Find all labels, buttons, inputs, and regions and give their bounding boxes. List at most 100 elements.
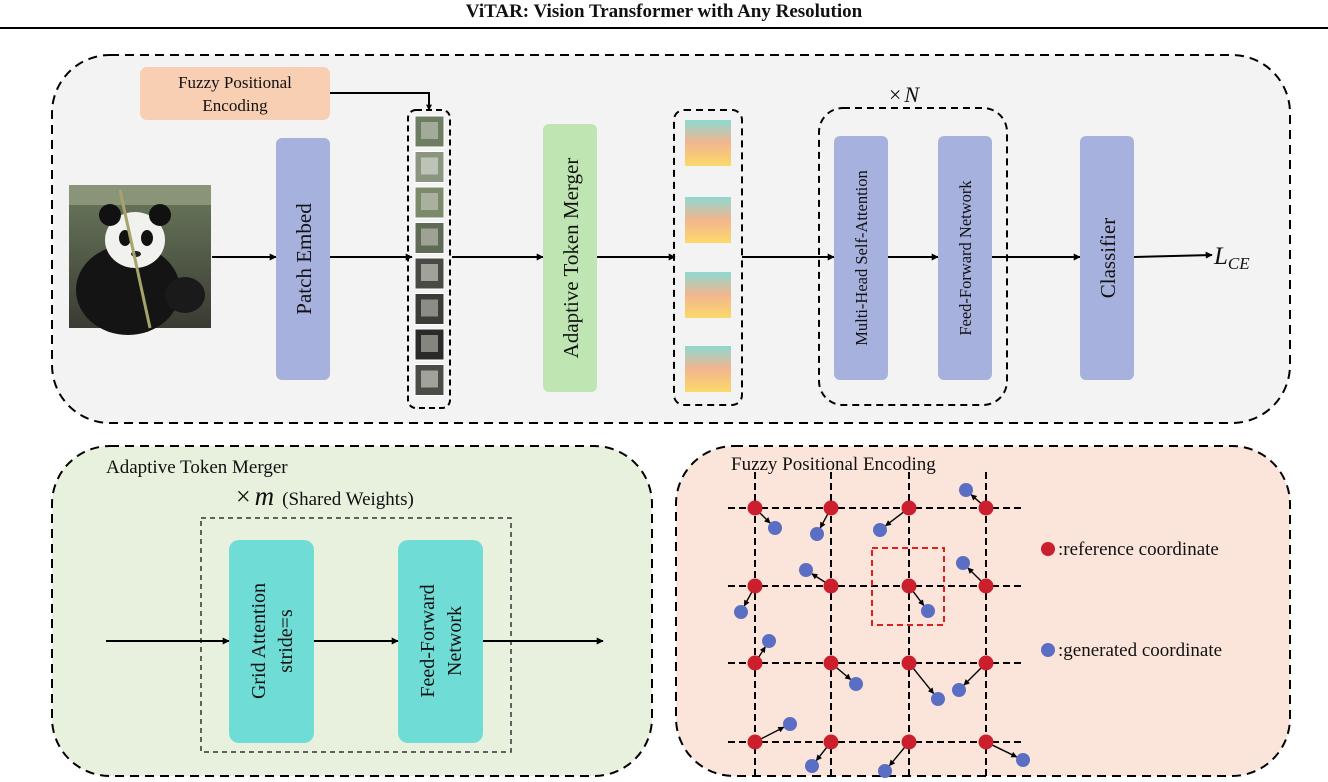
reference-coordinate xyxy=(978,500,994,516)
patch-tile-detail xyxy=(421,228,438,246)
offset-arrow xyxy=(815,747,828,761)
generated-coordinate xyxy=(878,764,892,778)
merged-token xyxy=(685,272,731,318)
title-rule xyxy=(0,27,1328,29)
merged-token xyxy=(685,120,731,166)
reference-coordinate xyxy=(901,578,917,594)
repeat-n-label: ×N xyxy=(889,82,920,107)
atm-label: Adaptive Token Merger xyxy=(559,158,583,359)
generated-coordinate xyxy=(762,634,776,648)
patch-tiles xyxy=(414,115,445,396)
atm-ffn-label-line1: Feed-Forward xyxy=(417,584,439,697)
fpe-highlight-box xyxy=(871,547,945,626)
shared-weights-label: ×m(Shared Weights) xyxy=(236,481,414,511)
reference-coordinate xyxy=(747,578,763,594)
atm-detail-panel xyxy=(51,445,653,777)
classifier-to-loss-arrow xyxy=(1133,251,1213,259)
panda-input-image xyxy=(69,185,211,335)
fpe-detail-panel xyxy=(675,445,1291,777)
grid-attention-block: Grid Attention stride=s xyxy=(229,540,314,743)
generated-coordinate xyxy=(873,523,887,537)
page-title: ViTAR: Vision Transformer with Any Resol… xyxy=(465,1,863,22)
fpe-input-label-line2: Encoding xyxy=(202,96,268,115)
offset-arrow xyxy=(743,591,753,607)
offset-arrow xyxy=(760,726,785,740)
patch-tile-detail xyxy=(421,299,438,317)
patch-tile-detail xyxy=(421,370,438,388)
grid-attention-label-line1: Grid Attention xyxy=(248,583,270,699)
offset-arrow xyxy=(811,573,826,583)
generated-coordinate xyxy=(931,692,945,706)
patch-tile-detail xyxy=(421,264,438,281)
ffn-block: Feed-Forward Network xyxy=(938,136,992,380)
grid-attention-label-line2: stride=s xyxy=(275,609,297,673)
patch-tile-detail xyxy=(421,157,438,175)
loss-label: LCE xyxy=(1213,243,1250,273)
offset-arrow xyxy=(888,746,906,767)
generated-coordinate xyxy=(783,717,797,731)
reference-coordinate xyxy=(747,734,763,750)
fpe-grid xyxy=(728,472,1030,778)
generated-coordinate xyxy=(959,483,973,497)
merged-token xyxy=(685,346,731,392)
reference-coordinate xyxy=(978,734,994,750)
reference-coordinate xyxy=(978,578,994,594)
generated-coordinate xyxy=(1016,753,1030,767)
generated-coordinate xyxy=(734,605,748,619)
reference-coordinate xyxy=(823,734,839,750)
atm-repeat-group xyxy=(200,517,512,753)
generated-coordinate xyxy=(849,677,863,691)
legend-generated-dot xyxy=(1041,643,1055,657)
atm-ffn-block: Feed-Forward Network xyxy=(398,540,483,743)
reference-coordinate xyxy=(747,655,763,671)
reference-coordinate xyxy=(747,500,763,516)
legend-reference-label: :reference coordinate xyxy=(1058,539,1219,560)
generated-coordinate xyxy=(768,521,782,535)
offset-arrow xyxy=(970,494,982,504)
generated-coordinate xyxy=(952,683,966,697)
offset-arrow xyxy=(819,513,829,529)
atm-ffn-label-line2: Network xyxy=(444,606,466,676)
legend-reference: :reference coordinate xyxy=(1041,539,1219,560)
merged-tiles xyxy=(685,120,731,392)
offset-arrow xyxy=(912,668,935,695)
mhsa-label: Multi-Head Self-Attention xyxy=(852,170,871,346)
reference-coordinate xyxy=(901,500,917,516)
offset-arrow xyxy=(991,744,1018,758)
offset-arrow xyxy=(967,567,982,582)
fpe-input-label-line1: Fuzzy Positional xyxy=(178,73,292,92)
classifier-label: Classifier xyxy=(1096,218,1120,298)
reference-coordinate xyxy=(901,734,917,750)
reference-coordinate xyxy=(901,655,917,671)
reference-coordinate xyxy=(823,578,839,594)
patch-tile-detail xyxy=(421,335,438,352)
mhsa-block: Multi-Head Self-Attention xyxy=(834,136,888,380)
patch-tile-detail xyxy=(421,122,438,139)
offset-arrow xyxy=(963,667,982,686)
merged-tokens-group xyxy=(673,109,743,406)
offset-arrow xyxy=(759,512,771,524)
atm-panel-title: Adaptive Token Merger xyxy=(106,457,288,478)
patch-tokens-group xyxy=(407,109,451,409)
fpe-input-box: Fuzzy Positional Encoding xyxy=(140,67,330,120)
patch-tile-detail xyxy=(421,193,438,210)
generated-coordinate xyxy=(921,604,935,618)
fpe-to-tokens-arrow xyxy=(330,92,432,111)
legend-reference-dot xyxy=(1041,542,1055,556)
legend-generated-label: :generated coordinate xyxy=(1058,640,1222,661)
patch-embed-label: Patch Embed xyxy=(292,203,316,315)
generated-coordinate xyxy=(810,527,824,541)
reference-coordinate xyxy=(978,655,994,671)
legend-generated: :generated coordinate xyxy=(1041,640,1222,661)
offset-arrow xyxy=(912,591,925,606)
generated-coordinate xyxy=(799,563,813,577)
patch-embed-block: Patch Embed xyxy=(276,138,330,380)
offset-arrow xyxy=(885,511,904,527)
reference-coordinate xyxy=(823,500,839,516)
classifier-block: Classifier xyxy=(1080,136,1134,380)
offset-arrow xyxy=(758,646,766,658)
atm-block: Adaptive Token Merger xyxy=(543,124,597,392)
fpe-panel-title: Fuzzy Positional Encoding xyxy=(731,454,936,475)
merged-token xyxy=(685,197,731,243)
